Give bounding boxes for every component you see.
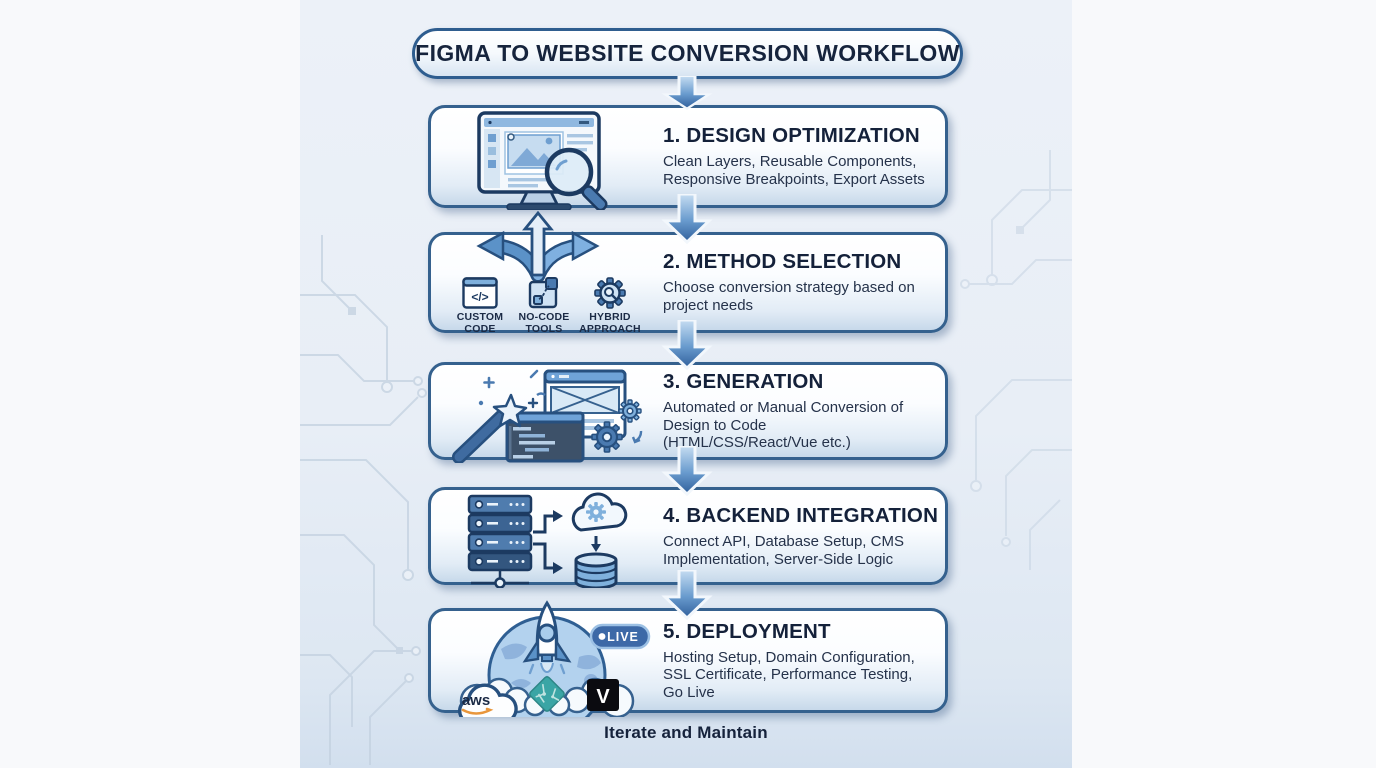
step-description: Clean Layers, Reusable Components, Respo… [663, 153, 925, 188]
puzzle-blocks-icon [528, 277, 558, 309]
circuit-pattern-right [960, 150, 1072, 570]
step-title: 2. METHOD SELECTION [663, 250, 902, 274]
step-title: 4. BACKEND INTEGRATION [663, 503, 939, 527]
server-cloud-database-icon [467, 492, 628, 588]
rocket-launch-icon: LIVE aws V [457, 600, 651, 717]
workflow-title-text: FIGMA TO WEBSITE CONVERSION WORKFLOW [415, 40, 960, 66]
gear-magnifier-icon [594, 277, 626, 309]
step-title: 1. DESIGN OPTIMIZATION [663, 124, 920, 148]
step-box-design-optimization: 1. DESIGN OPTIMIZATION Clean Layers, Reu… [428, 105, 948, 210]
circuit-pattern-left [300, 235, 427, 765]
method-option-no-code-tools: NO-CODE TOOLS [505, 277, 583, 336]
magic-wand-code-icon [452, 369, 643, 463]
svg-text:V: V [596, 686, 610, 708]
flow-arrow-2 [661, 194, 713, 244]
infographic-panel: FIGMA TO WEBSITE CONVERSION WORKFLOW [300, 0, 1072, 768]
flow-arrow-5 [661, 570, 713, 620]
step-description: Choose conversion strategy based on proj… [663, 279, 915, 314]
branching-arrows-icon [476, 211, 600, 283]
flow-arrow-4 [661, 446, 713, 496]
flow-arrow-3 [661, 320, 713, 370]
step-description: Connect API, Database Setup, CMS Impleme… [663, 532, 904, 568]
netlify-logo [529, 676, 565, 712]
method-option-label: NO-CODE TOOLS [518, 311, 570, 335]
monitor-magnifier-icon [477, 111, 608, 210]
step-box-deployment: LIVE aws V [428, 600, 948, 717]
workflow-title: FIGMA TO WEBSITE CONVERSION WORKFLOW [412, 28, 963, 79]
vercel-logo: V [587, 679, 619, 711]
live-badge: LIVE [589, 623, 651, 650]
step-title: 3. GENERATION [663, 370, 824, 394]
svg-text:LIVE: LIVE [607, 630, 639, 644]
svg-text:</>: </> [471, 290, 488, 304]
flow-arrow-1 [661, 76, 713, 110]
aws-logo: aws [457, 683, 518, 717]
method-option-label: HYBRID APPROACH [579, 311, 641, 335]
method-option-hybrid-approach: HYBRID APPROACH [571, 277, 649, 336]
svg-text:aws: aws [462, 692, 490, 709]
method-option-label: CUSTOM CODE [456, 311, 504, 335]
step-description: Automated or Manual Conversion of Design… [663, 399, 904, 452]
step-box-method-selection: </> CUSTOM CODE NO-CODE TOOLS [428, 211, 948, 336]
footer-caption: Iterate and Maintain [604, 723, 768, 742]
step-description: Hosting Setup, Domain Configuration, SSL… [663, 648, 915, 701]
code-window-icon: </> [462, 277, 498, 309]
step-title: 5. DEPLOYMENT [663, 619, 831, 643]
method-option-custom-code: </> CUSTOM CODE [441, 277, 519, 336]
